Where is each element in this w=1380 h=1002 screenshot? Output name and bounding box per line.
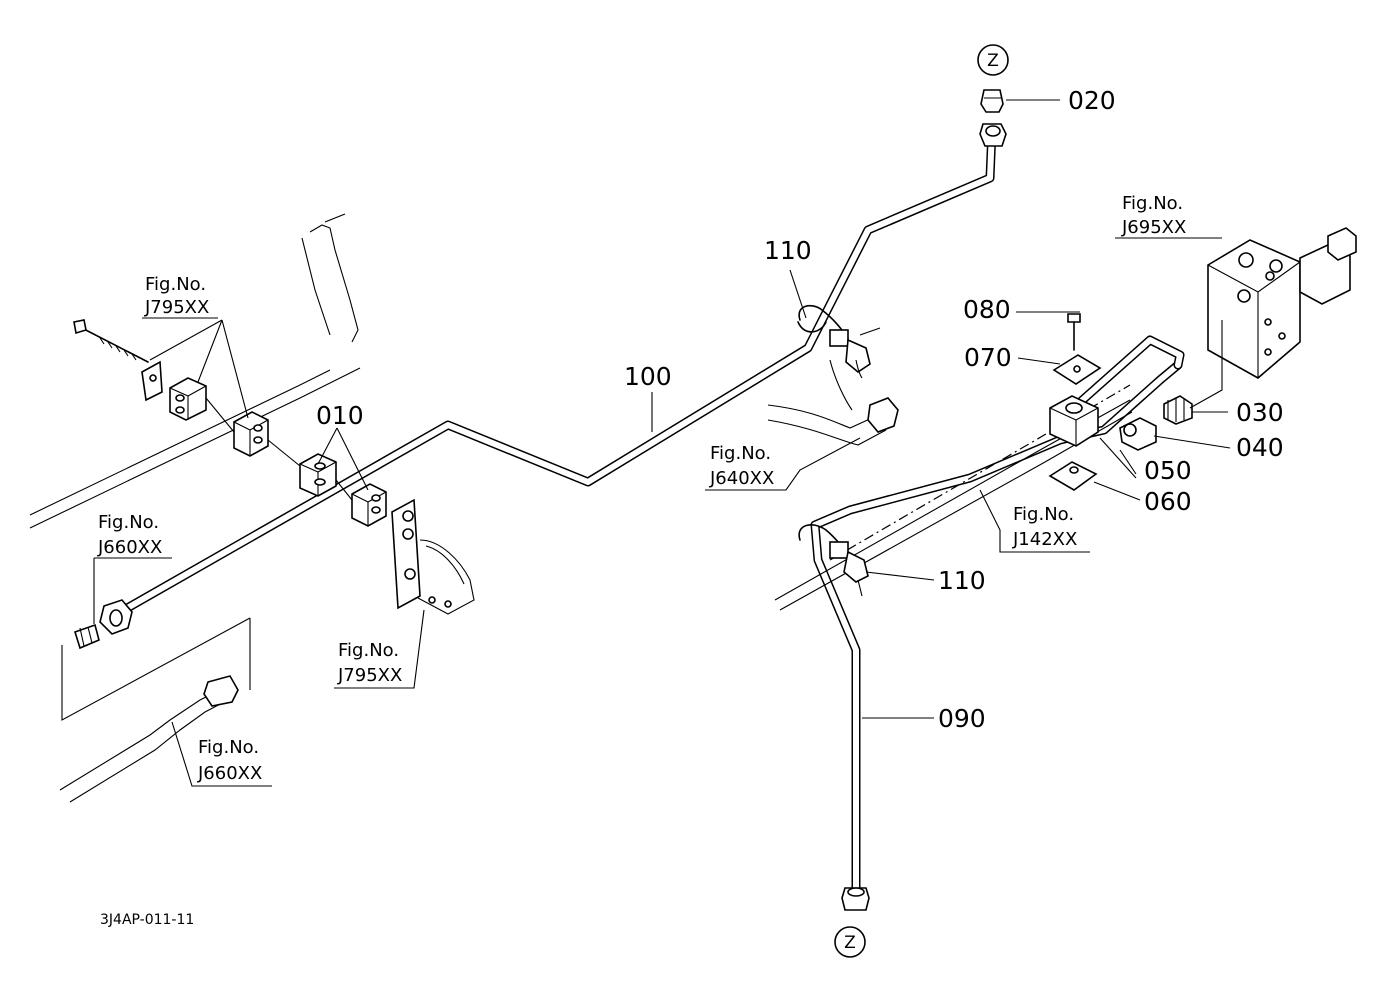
fig-prefix-j640: Fig.No. [710, 443, 771, 464]
pipe-090-nut [841, 887, 870, 911]
clamp-block-c [299, 453, 337, 497]
connector-z-bottom: Z [834, 926, 866, 958]
label-090: 090 [938, 704, 986, 733]
clamp-block-d [351, 483, 387, 527]
bolt-long [73, 319, 149, 363]
frame-rail-left [29, 213, 361, 529]
label-080: 080 [963, 295, 1011, 324]
fig-ref-j695: J695XX [1121, 217, 1186, 238]
label-110-top: 110 [764, 236, 812, 265]
fig-prefix-j795-bottom: Fig.No. [338, 640, 399, 661]
label-040: 040 [1236, 433, 1284, 462]
fig-ref-j795-top: J795XX [144, 297, 209, 318]
label-060: 060 [1144, 487, 1192, 516]
fig-prefix-j795-top: Fig.No. [145, 274, 206, 295]
label-070: 070 [964, 343, 1012, 372]
hose-j640 [767, 397, 899, 446]
fig-prefix-j660-bottom: Fig.No. [198, 737, 259, 758]
fig-prefix-j660-left: Fig.No. [98, 512, 159, 533]
plate-070 [1052, 354, 1102, 385]
fig-ref-j795-bottom: J795XX [337, 665, 402, 686]
fig-ref-j660-bottom: J660XX [197, 763, 262, 784]
block-050 [1049, 395, 1099, 447]
label-100: 100 [624, 362, 672, 391]
hose-j660 [59, 617, 251, 803]
clamp-110-bottom [798, 524, 869, 597]
bracket-j795 [391, 498, 475, 615]
label-020: 020 [1068, 86, 1116, 115]
connector-z-bottom-label: Z [844, 933, 856, 953]
bolt-080 [1067, 313, 1081, 351]
fig-prefix-j695: Fig.No. [1122, 193, 1183, 214]
part-labels: 020 110 100 010 080 070 030 040 050 060 … [316, 86, 1284, 733]
leader-lines [93, 99, 1231, 787]
washer-060 [1048, 461, 1098, 491]
label-050: 050 [1144, 456, 1192, 485]
connector-z-top-label: Z [987, 51, 999, 71]
fitting-030 [1163, 395, 1193, 425]
clamp-block-b [233, 411, 269, 457]
fig-prefix-j142: Fig.No. [1013, 504, 1074, 525]
pipe-090 [810, 335, 1185, 895]
label-110-bottom: 110 [938, 566, 986, 595]
figure-refs: Fig.No. J795XX Fig.No. J660XX Fig.No. J6… [97, 193, 1186, 784]
pipe-100 [110, 125, 997, 620]
fig-ref-j660-left: J660XX [97, 537, 162, 558]
clamp-block-a [169, 377, 207, 421]
pipe-100-nut [74, 599, 133, 650]
connector-lines-010 [205, 397, 353, 501]
fitting-020 [979, 89, 1007, 147]
valve-block-j695 [1189, 227, 1357, 409]
fig-ref-j142: J142XX [1012, 529, 1077, 550]
diagram-code: 3J4AP-011-11 [100, 912, 194, 928]
clamp-110-top [797, 304, 881, 411]
label-030: 030 [1236, 398, 1284, 427]
label-010: 010 [316, 401, 364, 430]
connector-z-top: Z [977, 44, 1009, 76]
fig-ref-j640: J640XX [709, 468, 774, 489]
plate-left [141, 360, 163, 402]
fitting-040 [1119, 417, 1157, 451]
